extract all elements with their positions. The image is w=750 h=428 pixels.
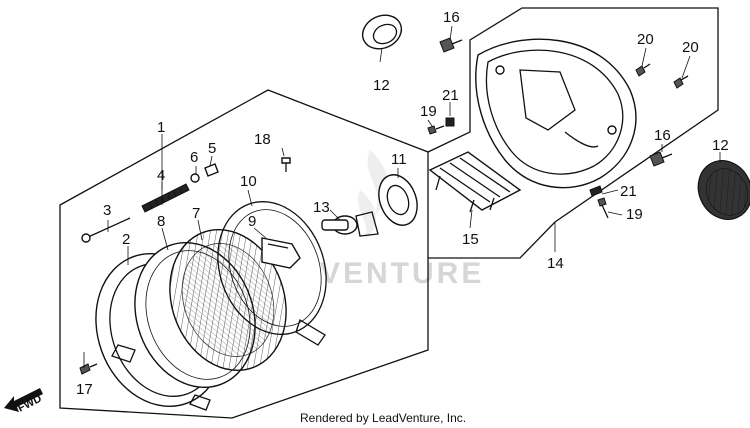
assembly-14-frame bbox=[427, 7, 719, 259]
callout-5: 5 bbox=[208, 140, 216, 157]
callout-2: 2 bbox=[122, 231, 130, 248]
mounting-ring-part bbox=[217, 201, 327, 346]
clip-part-21b bbox=[589, 185, 603, 197]
callout-19-left: 19 bbox=[420, 103, 437, 120]
callout-18: 18 bbox=[254, 131, 271, 148]
callout-11: 11 bbox=[391, 151, 407, 168]
callout-10: 10 bbox=[240, 173, 257, 190]
assembly-1-frame bbox=[59, 89, 429, 419]
watermark-text: VENTURE bbox=[320, 257, 484, 290]
bolt-part-16b bbox=[649, 151, 673, 167]
callout-21-right: 21 bbox=[620, 183, 637, 200]
leadventure-watermark: VENTURE bbox=[320, 150, 484, 290]
forward-arrow-icon bbox=[4, 388, 43, 412]
bulb-socket-part bbox=[261, 237, 301, 269]
callout-17: 17 bbox=[76, 381, 93, 398]
screw-part-19a bbox=[427, 125, 445, 135]
callout-8: 8 bbox=[157, 213, 165, 230]
callout-3: 3 bbox=[103, 202, 111, 219]
callout-1: 1 bbox=[157, 119, 165, 136]
forward-label: FWD bbox=[16, 393, 44, 415]
callout-12-top: 12 bbox=[373, 77, 390, 94]
callout-14: 14 bbox=[547, 255, 564, 272]
callout-7: 7 bbox=[192, 205, 200, 222]
socket-cover-part bbox=[378, 174, 418, 226]
bolt-part-16a bbox=[439, 37, 463, 53]
callout-13: 13 bbox=[313, 199, 330, 216]
bulb-part bbox=[321, 211, 379, 237]
callout-4: 4 bbox=[157, 167, 165, 184]
screw-part-18 bbox=[281, 157, 291, 172]
leader-lines bbox=[83, 25, 721, 368]
bolt-part-20a bbox=[635, 63, 651, 77]
connector-block-part bbox=[428, 151, 522, 213]
screw-part-17 bbox=[79, 363, 98, 375]
rendered-by-footer: Rendered by LeadVenture, Inc. bbox=[300, 411, 466, 425]
screw-part-19b bbox=[597, 197, 609, 219]
nut-part-5 bbox=[204, 163, 219, 177]
callout-6: 6 bbox=[190, 149, 198, 166]
callout-20-left: 20 bbox=[637, 31, 654, 48]
callout-16-top: 16 bbox=[443, 9, 460, 26]
bolt-part-20b bbox=[673, 75, 689, 89]
callout-labels: 1 2 3 4 5 6 7 8 9 10 11 12 12 13 14 15 1… bbox=[76, 9, 729, 398]
adjusting-spring-part bbox=[141, 183, 190, 213]
callout-20-right: 20 bbox=[682, 39, 699, 56]
callout-21-top: 21 bbox=[442, 87, 459, 104]
callout-16-right: 16 bbox=[654, 127, 671, 144]
callout-12-right: 12 bbox=[712, 137, 729, 154]
washer-part-6 bbox=[190, 173, 200, 183]
reflector-part-12a bbox=[361, 14, 403, 50]
reflector-part-12b bbox=[697, 160, 750, 220]
callout-19-right: 19 bbox=[626, 206, 643, 223]
headlight-case-part bbox=[475, 38, 637, 189]
headlight-unit-part bbox=[169, 228, 287, 372]
callout-15: 15 bbox=[462, 231, 479, 248]
forward-direction-indicator: FWD bbox=[4, 388, 44, 415]
callout-9: 9 bbox=[248, 213, 256, 230]
clip-part-21a bbox=[445, 117, 455, 127]
